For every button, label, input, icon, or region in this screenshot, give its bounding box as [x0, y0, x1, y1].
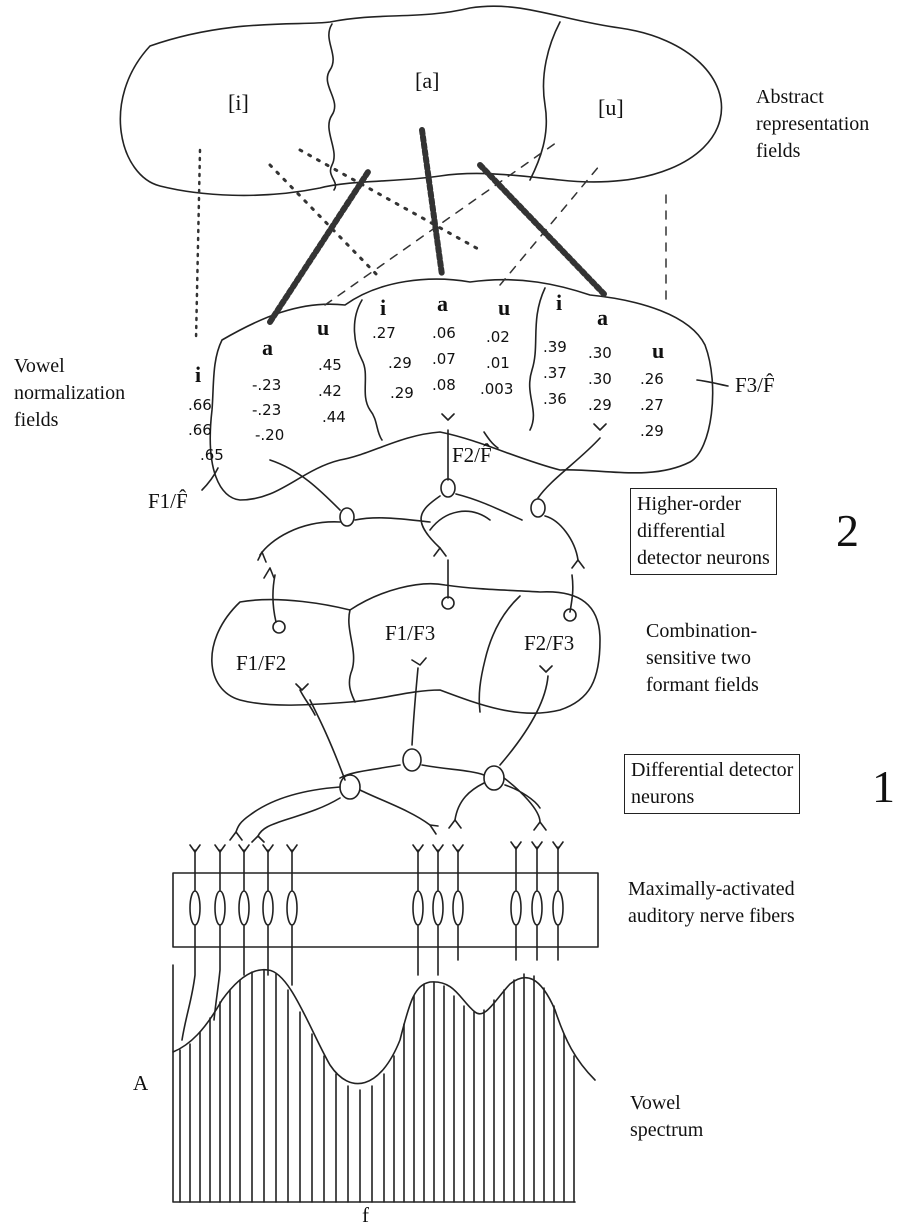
norm-vowel-label: u [652, 338, 664, 363]
norm-value: .44 [322, 408, 346, 426]
vowel-spectrum-label: Vowel spectrum [630, 1090, 703, 1144]
norm-value: -.20 [255, 426, 284, 444]
normalization-fields-label: Vowel normalization fields [14, 353, 125, 434]
link-a-thick-right [480, 165, 604, 294]
norm-value: .27 [640, 396, 664, 414]
higher-neuron-2 [441, 479, 455, 497]
norm-value: -.23 [252, 376, 281, 394]
two-formant-label-f1f2: F1/F2 [236, 651, 286, 675]
abstract-vowel-i: [i] [228, 90, 249, 115]
abstract-field-outline [120, 6, 721, 195]
norm-value: .39 [543, 338, 567, 356]
norm-value: .26 [640, 370, 664, 388]
spectrum-harmonics [180, 970, 574, 1202]
norm-value: .08 [432, 376, 456, 394]
norm-value: -.23 [252, 401, 281, 419]
ratio-label-f3: F3/F̂ [735, 373, 775, 397]
stage-number-2: 2 [836, 508, 859, 554]
link-a-thick-center [422, 130, 442, 275]
f1-pointer [202, 468, 218, 490]
norm-value: .27 [372, 324, 396, 342]
norm-vowel-label: i [380, 295, 386, 320]
norm-value: .07 [432, 350, 456, 368]
higher-neuron-3 [531, 499, 545, 517]
nerve-fiber-bodies [190, 891, 563, 925]
higher-order-neurons-box: Higher-order differential detector neuro… [630, 488, 777, 575]
norm-value: .29 [588, 396, 612, 414]
combination-fields-label: Combination- sensitive two formant field… [646, 618, 759, 699]
diff-dendrites [236, 765, 540, 836]
combination-divider-2 [479, 596, 520, 712]
diff-neuron-2 [403, 749, 421, 771]
norm-value: .37 [543, 364, 567, 382]
norm-vowel-label: u [498, 295, 510, 320]
combination-dendrites [296, 658, 552, 780]
stage-number-1: 1 [872, 764, 895, 810]
norm-value: .29 [388, 354, 412, 372]
abstract-vowel-u: [u] [598, 95, 624, 120]
two-formant-neuron-1 [273, 621, 285, 633]
diff-neuron-1 [340, 775, 360, 799]
norm-value: .45 [318, 356, 342, 374]
two-formant-label-f2f3: F2/F3 [524, 631, 574, 655]
norm-vowel-label: i [556, 290, 562, 315]
axis-label-a: A [133, 1071, 149, 1095]
spectrum-envelope [173, 970, 595, 1084]
norm-value: .65 [200, 446, 224, 464]
higher-dendrites [260, 430, 600, 560]
norm-value: .003 [480, 380, 513, 398]
norm-value: .30 [588, 344, 612, 362]
abstract-divider-2 [530, 22, 560, 180]
norm-value: .42 [318, 382, 342, 400]
norm-vowel-label: u [317, 315, 329, 340]
diff-neuron-3 [484, 766, 504, 790]
differential-neurons-box: Differential detector neurons [624, 754, 800, 814]
norm-vowel-label: a [437, 291, 448, 316]
normalization-divider-2 [530, 288, 545, 430]
ratio-label-f1: F1/F̂ [148, 489, 188, 513]
nerve-fiber-tips [190, 842, 563, 852]
higher-terminals [258, 414, 606, 578]
norm-value: .06 [432, 324, 456, 342]
norm-value: .36 [543, 390, 567, 408]
ratio-label-f2: F2/F̂ [452, 443, 492, 467]
normalization-divider-1 [354, 300, 382, 440]
nerve-fiber-box [173, 873, 598, 947]
norm-vowel-label: a [262, 335, 273, 360]
higher-neuron-1 [340, 508, 354, 526]
norm-value: .66 [188, 396, 212, 414]
two-formant-label-f1f3: F1/F3 [385, 621, 435, 645]
norm-value: .29 [640, 422, 664, 440]
nerve-fibers [182, 847, 558, 1040]
norm-vowel-label: a [597, 305, 608, 330]
axis-label-f: f [362, 1203, 369, 1227]
abstract-fields-label: Abstract representation fields [756, 84, 869, 165]
norm-vowel-label: i [195, 362, 201, 387]
abstract-vowel-a: [a] [415, 68, 439, 93]
norm-value: .02 [486, 328, 510, 346]
norm-value: .01 [486, 354, 510, 372]
norm-value: .66 [188, 421, 212, 439]
norm-value: .29 [390, 384, 414, 402]
link-u-dashed-2 [500, 165, 600, 285]
link-i-dotted [196, 150, 200, 340]
combination-divider-1 [349, 610, 355, 702]
norm-value: .30 [588, 370, 612, 388]
nerve-fibers-label: Maximally-activated auditory nerve fiber… [628, 876, 795, 930]
